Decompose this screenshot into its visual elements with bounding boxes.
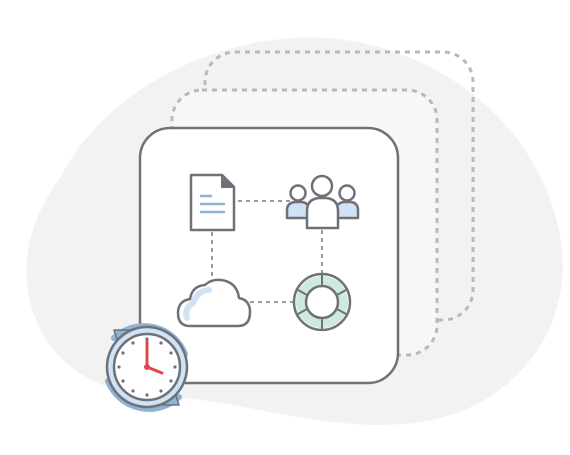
cycle-ring-icon (292, 272, 352, 332)
document-icon (189, 173, 236, 232)
clock-history-icon (105, 323, 189, 412)
connector-lines (211, 200, 323, 303)
cloud-icon (176, 278, 252, 328)
users-group-icon (285, 174, 360, 230)
